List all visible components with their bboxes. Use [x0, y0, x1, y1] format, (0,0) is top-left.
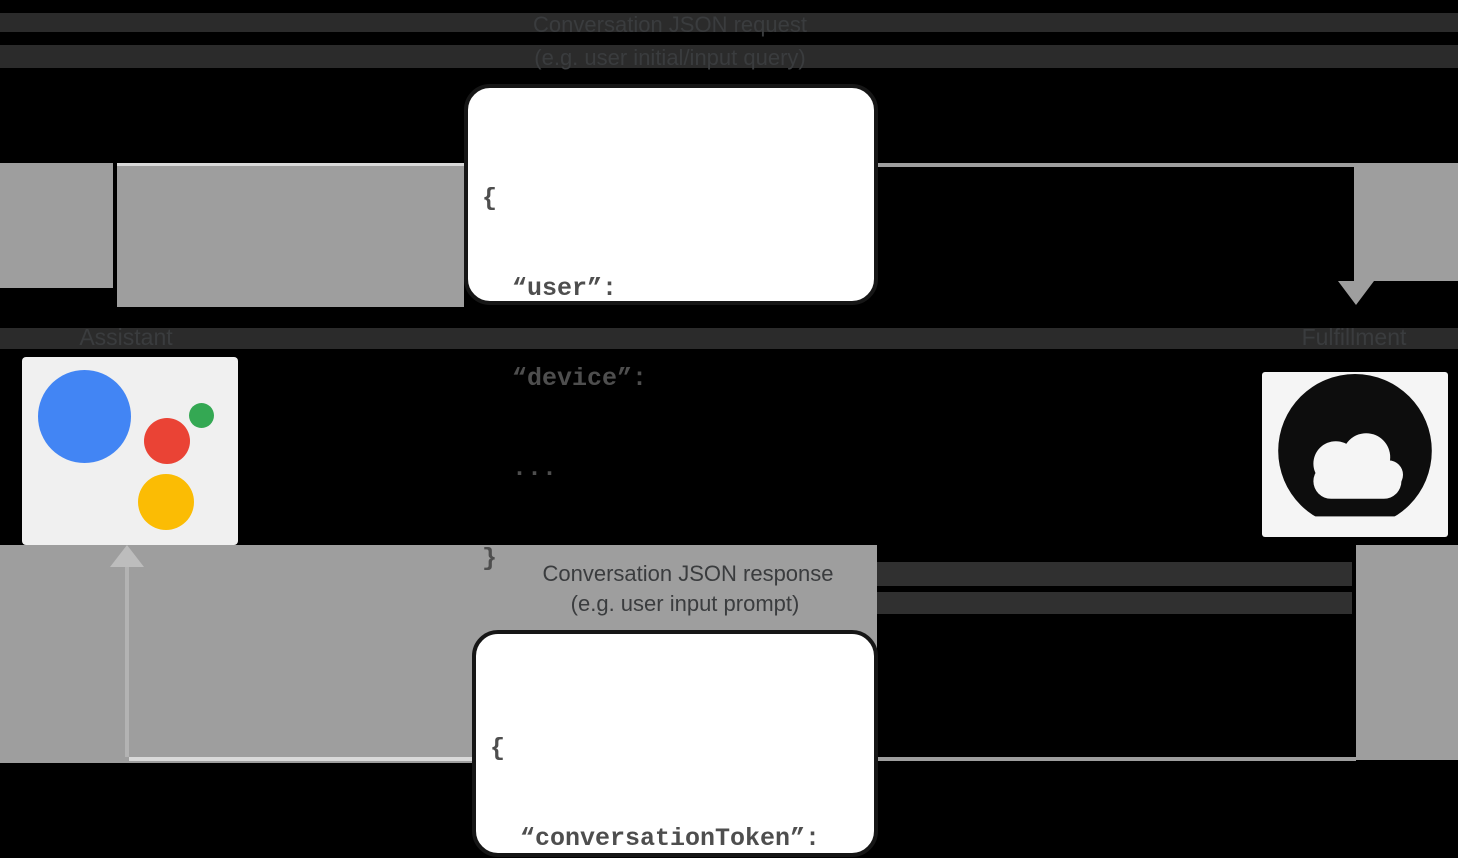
response-flow-title-line1: Conversation JSON response [542, 561, 834, 586]
response-json-code: { “conversationToken”: “userStorage”: ..… [476, 634, 874, 858]
artifact-band [0, 13, 1458, 32]
response-arrow-line-left [129, 757, 473, 761]
code-line: } [482, 544, 498, 573]
request-flow-band-left-inner [117, 163, 464, 307]
google-cloud-icon [1275, 374, 1435, 534]
response-arrow-vertical-line [125, 567, 129, 757]
response-flow-title-line2: (e.g. user input prompt) [570, 591, 800, 616]
code-line: ... [512, 454, 558, 483]
code-line: { [482, 184, 498, 213]
fulfillment-tile [1262, 372, 1448, 537]
request-json-card: { “user”: “device”: ... } [464, 84, 878, 573]
response-flow-band-right [1356, 545, 1458, 760]
request-arrow-line-left [117, 163, 464, 166]
artifact-band [877, 592, 1352, 614]
assistant-red-dot [144, 418, 190, 464]
code-line: { [490, 734, 506, 763]
request-flow-band-left-outer [0, 163, 113, 288]
fulfillment-label: Fulfillment [1301, 324, 1407, 350]
request-arrow-line-right [877, 163, 1358, 167]
request-flow-band-right [1354, 163, 1458, 281]
assistant-yellow-dot [138, 474, 194, 530]
request-flow-title-line1: Conversation JSON request [533, 12, 807, 37]
assistant-green-dot [189, 403, 214, 428]
artifact-band [877, 562, 1352, 586]
down-arrowhead-icon [1338, 281, 1374, 305]
artifact-band [0, 45, 1458, 68]
response-arrow-line-right [877, 757, 1356, 761]
request-flow-title-line2: (e.g. user initial/input query) [534, 45, 806, 70]
request-json-code: { “user”: “device”: ... } [468, 88, 874, 634]
code-line: “device”: [512, 364, 648, 393]
assistant-tile [22, 357, 238, 545]
assistant-blue-dot [38, 370, 131, 463]
code-line: “conversationToken”: [520, 824, 821, 853]
up-arrowhead-icon [110, 545, 144, 567]
code-line: “user”: [512, 274, 618, 303]
response-json-card: { “conversationToken”: “userStorage”: ..… [472, 630, 878, 857]
assistant-label: Assistant [79, 324, 173, 350]
artifact-band [0, 328, 1458, 349]
